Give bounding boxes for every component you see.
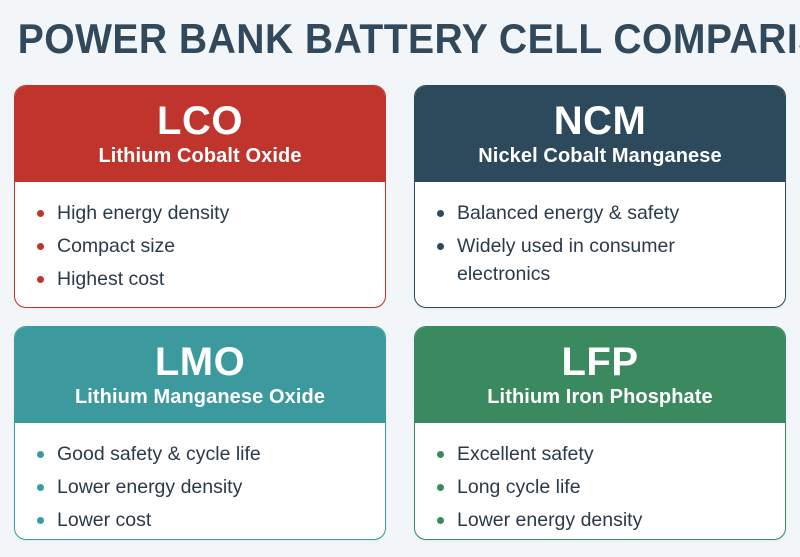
bullet-dot-icon	[37, 484, 44, 492]
feature-text: Lower energy density	[57, 476, 243, 499]
feature-text: Balanced energy & safety	[457, 202, 680, 224]
feature-text: Compact size	[57, 235, 176, 258]
card-abbreviation: LMO	[154, 340, 246, 384]
battery-card-lco: LCO Lithium Cobalt Oxide High energy den…	[14, 85, 386, 308]
card-header-ncm: NCM Nickel Cobalt Manganese	[415, 86, 785, 182]
feature-text: Lower cost	[57, 509, 152, 532]
bullet-dot-icon	[437, 484, 444, 492]
feature-list: High energy density Compact size Highest…	[35, 199, 369, 293]
card-full-name: Nickel Cobalt Manganese	[478, 145, 722, 167]
list-item: Widely used in consumer electronics	[435, 232, 769, 288]
list-item: Excellent safety	[435, 440, 769, 468]
battery-card-ncm: NCM Nickel Cobalt Manganese Balanced ene…	[414, 85, 786, 308]
list-item: Lower energy density	[435, 506, 769, 534]
card-header-lfp: LFP Lithium Iron Phosphate	[415, 327, 785, 423]
feature-text: Lower energy density	[457, 509, 643, 532]
feature-text: Highest cost	[57, 268, 165, 291]
card-body-lco: High energy density Compact size Highest…	[15, 182, 385, 307]
list-item: Highest cost	[35, 265, 369, 293]
bullet-dot-icon	[37, 517, 44, 525]
card-full-name: Lithium Iron Phosphate	[487, 386, 713, 408]
card-body-ncm: Balanced energy & safety Widely used in …	[415, 182, 785, 307]
bullet-dot-icon	[37, 451, 44, 458]
bullet-dot-icon	[37, 276, 44, 284]
card-abbreviation: LFP	[561, 340, 639, 384]
bullet-dot-icon	[437, 517, 444, 525]
card-header-lmo: LMO Lithium Manganese Oxide	[15, 327, 385, 423]
card-body-lfp: Excellent safety Long cycle life Lower e…	[415, 423, 785, 539]
feature-list: Balanced energy & safety Widely used in …	[435, 199, 769, 288]
feature-text: Widely used in consumer electronics	[457, 235, 675, 286]
bullet-dot-icon	[37, 210, 44, 217]
list-item: Long cycle life	[435, 473, 769, 501]
card-full-name: Lithium Cobalt Oxide	[98, 145, 302, 167]
battery-card-lmo: LMO Lithium Manganese Oxide Good safety …	[14, 326, 386, 540]
bullet-dot-icon	[437, 243, 444, 251]
list-item: Compact size	[35, 232, 369, 260]
comparison-card-grid: LCO Lithium Cobalt Oxide High energy den…	[14, 85, 786, 540]
list-item: Lower cost	[35, 506, 369, 534]
bullet-dot-icon	[437, 451, 444, 458]
list-item: Good safety & cycle life	[35, 440, 369, 468]
list-item: Balanced energy & safety	[435, 199, 769, 227]
list-item: Lower energy density	[35, 473, 369, 501]
card-body-lmo: Good safety & cycle life Lower energy de…	[15, 423, 385, 539]
card-abbreviation: NCM	[553, 99, 647, 143]
feature-text: Long cycle life	[457, 476, 581, 499]
page-title: Power Bank Battery Cell Comparison	[17, 15, 800, 62]
bullet-dot-icon	[437, 210, 444, 217]
feature-list: Excellent safety Long cycle life Lower e…	[435, 440, 769, 534]
feature-text: High energy density	[57, 202, 230, 224]
feature-text: Good safety & cycle life	[57, 443, 261, 465]
battery-card-lfp: LFP Lithium Iron Phosphate Excellent saf…	[414, 326, 786, 540]
list-item: High energy density	[35, 199, 369, 227]
feature-text: Excellent safety	[457, 443, 594, 465]
card-abbreviation: LCO	[157, 99, 243, 143]
feature-list: Good safety & cycle life Lower energy de…	[35, 440, 369, 534]
bullet-dot-icon	[37, 243, 44, 251]
card-header-lco: LCO Lithium Cobalt Oxide	[15, 86, 385, 182]
card-full-name: Lithium Manganese Oxide	[74, 386, 326, 408]
